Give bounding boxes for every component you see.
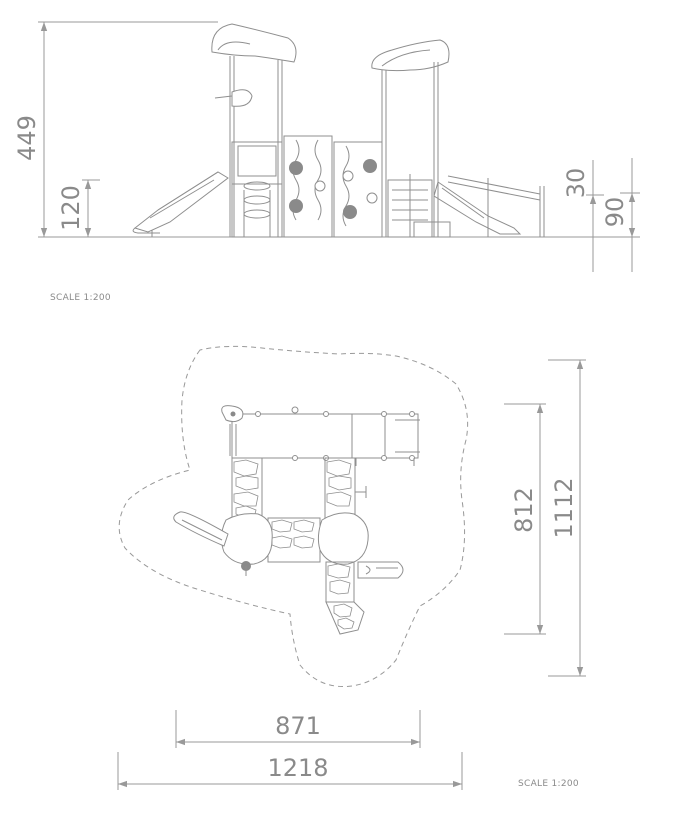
plan-view: 871 1218 812 1112 <box>117 345 586 790</box>
dimension-30: 30 <box>562 160 604 272</box>
dim-1218-label: 1218 <box>267 754 328 782</box>
climbing-wall-left <box>283 135 333 238</box>
left-roof <box>211 23 297 237</box>
lower-stair <box>325 561 365 635</box>
climbing-wall-right <box>333 141 383 238</box>
right-slide-plan <box>357 561 404 579</box>
plan-scale-label: SCALE 1:200 <box>518 779 579 789</box>
dimension-871: 871 <box>175 710 421 748</box>
ladder-right <box>387 174 451 238</box>
dimension-120: 120 <box>57 179 100 237</box>
dim-1112-label: 1112 <box>550 477 578 538</box>
dimension-449: 449 <box>13 21 218 237</box>
safety-zone-outline <box>118 345 469 688</box>
left-stair-column <box>231 457 263 523</box>
dimension-1112: 1112 <box>548 359 586 677</box>
dimension-90: 90 <box>601 158 640 272</box>
right-stair-column <box>324 457 367 523</box>
left-slide-plan <box>173 511 229 547</box>
left-tower-roof <box>220 513 273 565</box>
right-tower-roof <box>317 512 369 565</box>
left-slide <box>132 171 229 237</box>
roof-icon-plan <box>221 405 244 456</box>
dim-812-label: 812 <box>510 487 538 533</box>
dim-30-label: 30 <box>562 168 590 199</box>
dim-449-label: 449 <box>13 115 41 161</box>
dim-90-label: 90 <box>601 197 629 228</box>
dimension-812: 812 <box>504 403 546 635</box>
dim-871-label: 871 <box>275 712 321 740</box>
dim-120-label: 120 <box>57 185 85 231</box>
main-deck <box>231 406 420 461</box>
ladder-plan <box>355 458 415 466</box>
center-bridge <box>267 517 321 563</box>
elevation-scale-label: SCALE 1:200 <box>50 293 111 303</box>
elevation-view: 449 120 30 90 <box>13 21 640 272</box>
tower-panel-left <box>231 141 283 238</box>
dimension-1218: 1218 <box>117 752 463 790</box>
right-slide <box>433 175 545 237</box>
steering-element <box>241 561 251 576</box>
